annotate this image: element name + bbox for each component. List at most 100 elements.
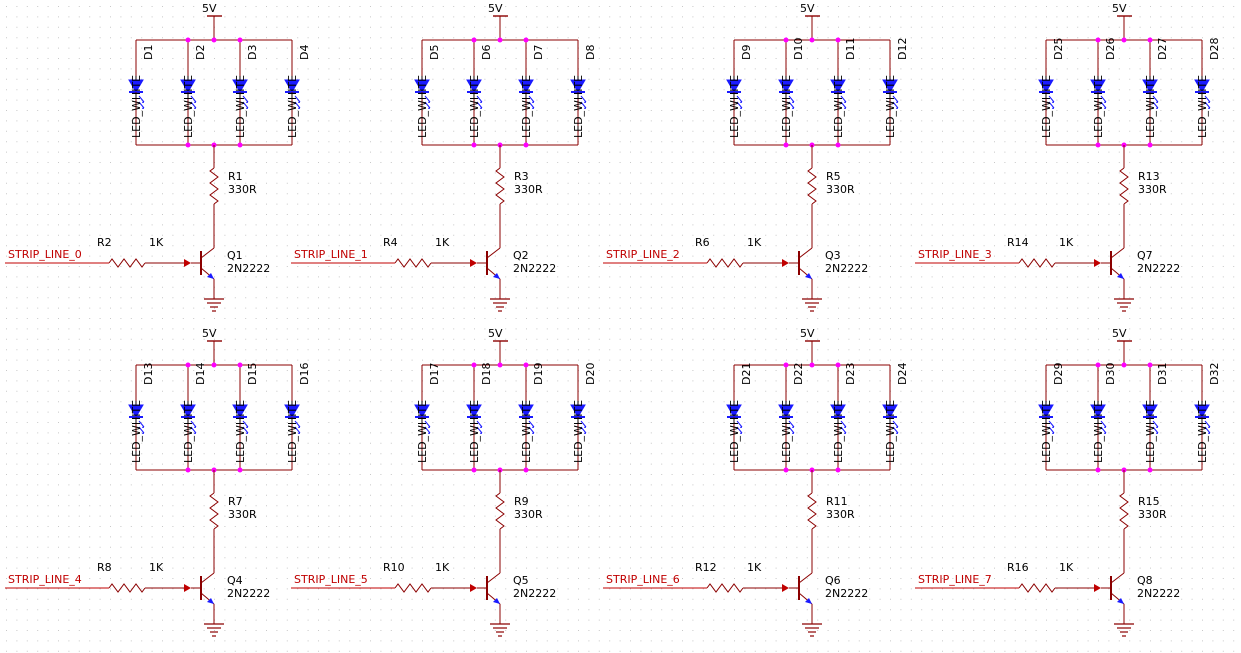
- base-resistor: [394, 583, 432, 593]
- junction-dot: [237, 362, 243, 368]
- circuit-block: 5VD29LED_WHITED30LED_WHITED31LED_WHITED3…: [915, 327, 1221, 637]
- led-triangle: [1142, 404, 1158, 418]
- junction-dot: [835, 37, 841, 43]
- junction-dot: [835, 362, 841, 368]
- led-refdes: D14: [194, 363, 207, 385]
- base-resistor-refdes: R16: [1007, 561, 1029, 574]
- led-arrow-heads: [584, 101, 586, 109]
- led-refdes: D11: [844, 38, 857, 60]
- led-triangle: [830, 404, 846, 418]
- supply-label: 5V: [202, 327, 217, 340]
- emitter-arrow: [493, 598, 500, 604]
- circuit-block: 5VD1LED_WHITED2LED_WHITED3LED_WHITED4LED…: [5, 2, 311, 312]
- led-triangle: [1090, 79, 1106, 93]
- circuit-block: 5VD17LED_WHITED18LED_WHITED19LED_WHITED2…: [291, 327, 597, 637]
- junction-dot: [471, 37, 477, 43]
- led-arrow-heads: [298, 426, 300, 434]
- led-arrow-heads: [740, 426, 742, 434]
- junction-dot: [523, 362, 529, 368]
- led-emission-arrows: [1152, 95, 1159, 109]
- led-triangle: [1090, 404, 1106, 418]
- led-value: LED_WHITE: [468, 400, 481, 463]
- base-resistor: [1018, 258, 1056, 268]
- junction-dot: [471, 362, 477, 368]
- grid-dot-pattern: [6, 6, 1235, 652]
- led-value: LED_WHITE: [728, 400, 741, 463]
- junction-dot: [237, 142, 243, 148]
- base-arrow: [782, 259, 789, 267]
- led-emission-arrows: [294, 420, 301, 434]
- net-label: STRIP_LINE_2: [606, 248, 680, 261]
- led-refdes: D7: [532, 45, 545, 60]
- led-refdes: D19: [532, 363, 545, 385]
- supply-label: 5V: [488, 327, 503, 340]
- junction-dot: [1147, 142, 1153, 148]
- led-value: LED_WHITE: [182, 400, 195, 463]
- transistor-value: 2N2222: [227, 587, 270, 600]
- junction-dot: [835, 142, 841, 148]
- net-label: STRIP_LINE_3: [918, 248, 992, 261]
- transistor-value: 2N2222: [825, 262, 868, 275]
- led-value: LED_WHITE: [130, 400, 143, 463]
- transistor-value: 2N2222: [825, 587, 868, 600]
- junction-dot: [783, 362, 789, 368]
- collector-resistor-refdes: R7: [228, 495, 243, 508]
- led-triangle: [570, 404, 586, 418]
- led-refdes: D10: [792, 38, 805, 60]
- led-emission-arrows: [528, 95, 535, 109]
- emitter-arrow: [1117, 598, 1124, 604]
- led-value: LED_WHITE: [780, 400, 793, 463]
- collector-resistor-value: 330R: [826, 508, 855, 521]
- circuit-blocks: 5VD1LED_WHITED2LED_WHITED3LED_WHITED4LED…: [5, 2, 1221, 637]
- led-arrow-heads: [896, 426, 898, 434]
- led-triangle: [284, 404, 300, 418]
- led-triangle: [778, 79, 794, 93]
- collector-resistor-refdes: R3: [514, 170, 529, 183]
- led-arrow-heads: [428, 426, 430, 434]
- junction-dot: [471, 142, 477, 148]
- base-resistor: [1018, 583, 1056, 593]
- led-triangle: [232, 404, 248, 418]
- led-emission-arrows: [840, 420, 847, 434]
- transistor-collector: [798, 572, 813, 584]
- base-arrow: [1094, 584, 1101, 592]
- led-arrow-heads: [532, 101, 534, 109]
- led-refdes: D28: [1208, 38, 1221, 60]
- led-arrow-heads: [194, 426, 196, 434]
- led-arrow-heads: [1156, 426, 1158, 434]
- junction-dot: [211, 37, 217, 43]
- base-resistor-refdes: R14: [1007, 236, 1029, 249]
- led-emission-arrows: [892, 420, 899, 434]
- led-arrow-heads: [1052, 426, 1054, 434]
- led-triangle: [778, 404, 794, 418]
- led-value: LED_WHITE: [520, 400, 533, 463]
- collector-resistor-value: 330R: [228, 183, 257, 196]
- emitter-arrow: [805, 598, 812, 604]
- junction-dot: [1147, 467, 1153, 473]
- collector-resistor: [209, 167, 219, 205]
- led-emission-arrows: [424, 420, 431, 434]
- led-value: LED_WHITE: [728, 75, 741, 138]
- led-arrow-heads: [142, 426, 144, 434]
- led-arrow-heads: [584, 426, 586, 434]
- led-emission-arrows: [424, 95, 431, 109]
- junction-dot: [185, 37, 191, 43]
- transistor-collector: [1110, 247, 1125, 259]
- collector-resistor: [209, 492, 219, 530]
- base-resistor-refdes: R2: [97, 236, 112, 249]
- led-arrow-heads: [792, 426, 794, 434]
- led-triangle: [180, 79, 196, 93]
